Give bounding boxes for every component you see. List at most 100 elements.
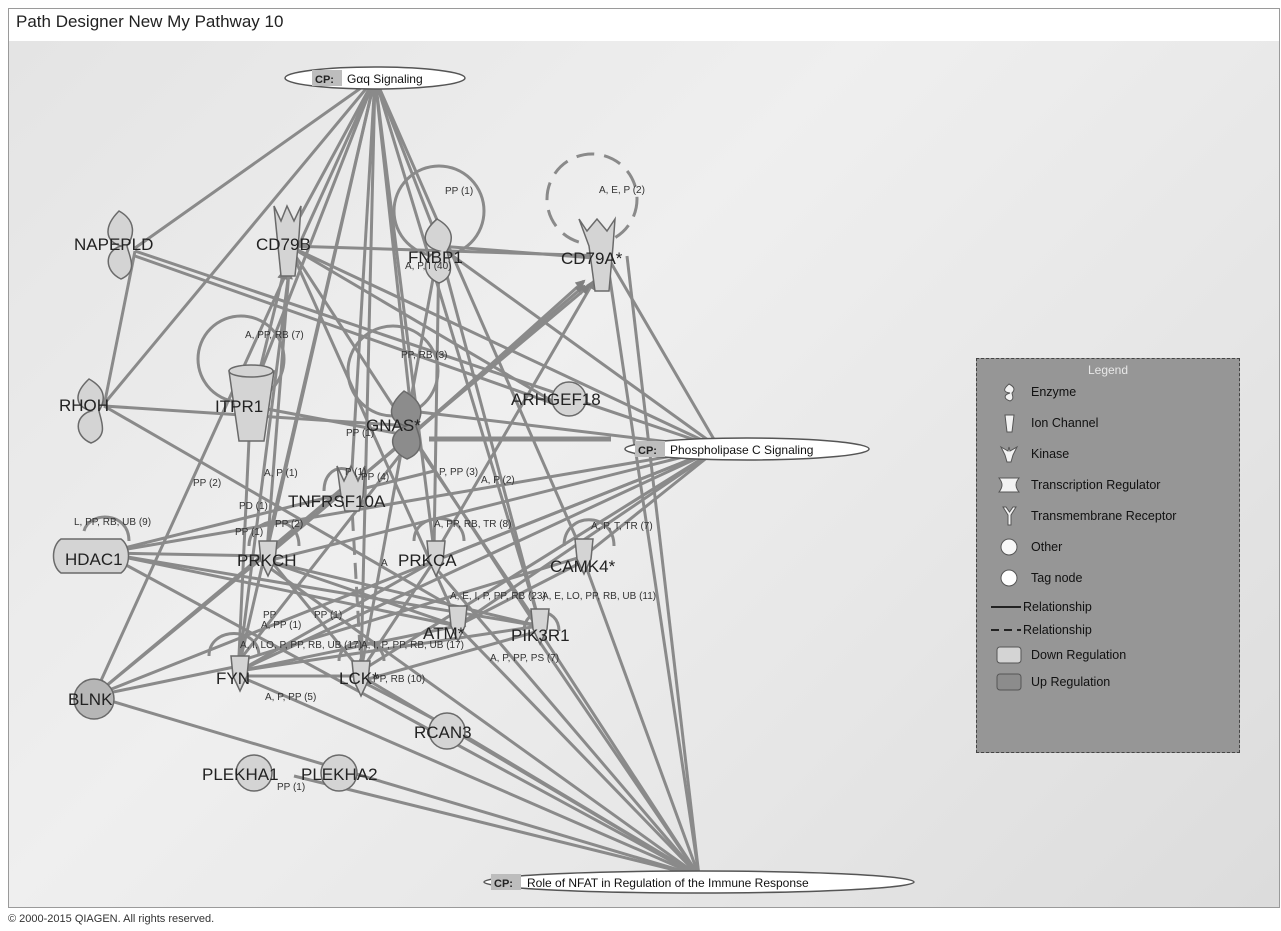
rcan3-shape[interactable] [428,712,466,750]
fnbp1-shape[interactable] [424,218,452,284]
atm-shape[interactable] [448,605,468,643]
edge-label: A, P (2) [481,475,515,486]
blnk-shape[interactable] [73,678,115,720]
napepld-shape[interactable] [107,210,134,280]
edge-label: A [381,558,388,569]
fyn-shape[interactable] [230,655,250,693]
lck-shape[interactable] [351,660,371,698]
self-loop [337,640,386,662]
node-plekha1[interactable]: PLEKHA1 [202,765,279,784]
edge [438,244,720,450]
node-hdac1[interactable]: HDAC1 [65,550,123,569]
edge-label: A, PP, RB (7) [245,330,304,341]
node-arhgef18[interactable]: ARHGEF18 [511,390,601,409]
legend-label: Down Regulation [1031,648,1127,662]
plekha1-shape[interactable] [235,754,273,792]
edge [238,674,700,878]
edge [605,258,701,877]
edge [134,76,376,250]
self-loop [412,517,466,542]
edge [438,244,608,261]
edge [359,77,377,672]
edge [432,565,701,877]
cp-role-of-nfat[interactable]: CP: Role of NFAT in Regulation of the Im… [483,870,915,894]
node-cd79a[interactable]: CD79A* [561,249,623,268]
rhoh-shape[interactable] [77,378,104,444]
node-napepld[interactable]: NAPEPLD [74,235,153,254]
cd79a-shape[interactable] [578,216,616,292]
edge [237,269,293,667]
edge-label: PP (1) [314,610,342,621]
edge-label: L, PP, RB, UB (9) [74,517,151,528]
edge-label: PP (1) [235,527,263,538]
self-loop [247,520,301,547]
node-itpr1[interactable]: ITPR1 [215,397,263,416]
itpr1-top [228,364,274,378]
hdac1-shape[interactable] [52,538,130,574]
legend-label: Tag node [1031,571,1083,585]
cp-prefix: CP: [315,74,334,86]
gnas-shape[interactable] [390,390,422,460]
node-plekha2[interactable]: PLEKHA2 [301,765,378,784]
tnfrsf10a-shape[interactable] [336,464,366,512]
edge [288,244,720,450]
edge [249,77,377,397]
node-fnbp1[interactable]: FNBP1 [408,248,463,267]
edge [537,640,701,877]
node-rhoh[interactable]: RHOH [59,396,109,415]
edge [238,554,585,663]
edge [93,446,720,698]
edge [237,440,413,662]
network-graph[interactable]: CP: Gαq Signaling CP: Phospholipase C Si… [9,41,1279,907]
legend-label: Up Regulation [1031,675,1111,689]
node-tnfrsf10a[interactable]: TNFRSF10A [288,492,386,511]
prkch-shape[interactable] [258,540,278,578]
prkca-shape[interactable] [426,540,446,578]
node-cd79b[interactable]: CD79B [256,235,311,254]
edge-label: A, E, P (2) [599,185,645,196]
node-camk4[interactable]: CAMK4* [550,557,616,576]
cp-gaq-signaling[interactable]: CP: Gαq Signaling [284,66,466,90]
legend-panel: Legend Enzyme Ion Channel Kinase [976,358,1240,753]
cd79b-shape[interactable] [273,204,302,277]
ion-channel-icon [987,412,1031,434]
edge-label: PP (1) [445,186,473,197]
node-gnas[interactable]: GNAS* [366,416,421,435]
edge [266,284,591,558]
legend-item: Tag node [987,567,1082,589]
edge-label: A, E, LO, PP, RB, UB (11) [542,591,656,602]
arhgef18-shape[interactable] [551,381,587,417]
edge [349,490,363,667]
legend-item: Kinase [987,443,1069,465]
node-pik3r1[interactable]: PIK3R1 [511,626,570,645]
node-atm[interactable]: ATM* [423,624,465,643]
pathway-canvas[interactable]: CP: Gαq Signaling CP: Phospholipase C Si… [9,41,1279,907]
edge-label: PP (1) [277,782,305,793]
node-lck[interactable]: LCK* [339,669,379,688]
cp-phospholipase-c-signaling[interactable]: CP: Phospholipase C Signaling [624,437,870,461]
edge [103,551,268,558]
node-prkca[interactable]: PRKCA [398,551,457,570]
legend-item: Transmembrane Receptor [987,505,1176,527]
plekha2-shape[interactable] [320,754,358,792]
edge [134,249,720,450]
node-blnk[interactable]: BLNK [68,690,113,709]
camk4-shape[interactable] [574,538,594,576]
edge-label: P, PP (3) [439,467,478,478]
edge [238,559,435,673]
kinase-icon [987,443,1031,465]
edge [238,624,458,673]
node-prkch[interactable]: PRKCH [237,551,297,570]
node-fyn[interactable]: FYN [216,669,250,688]
legend-item: Other [987,536,1062,558]
transcription-regulator-icon [987,474,1031,496]
edge [266,564,700,878]
edge [359,629,540,684]
pik3r1-shape[interactable] [530,608,550,646]
node-rcan3[interactable]: RCAN3 [414,723,472,742]
legend-item: Down Regulation [987,644,1126,666]
legend-label: Transmembrane Receptor [1031,509,1177,523]
edge [265,270,291,552]
edge [293,774,700,878]
self-loop [82,515,131,542]
